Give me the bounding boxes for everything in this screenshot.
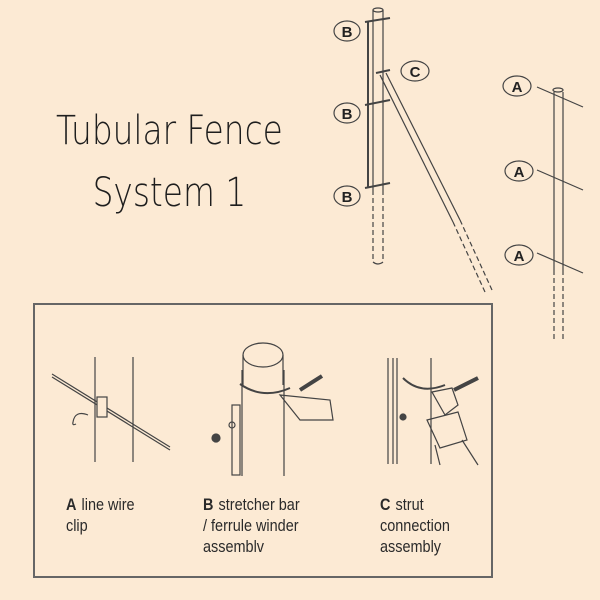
caption-line: assembly (380, 537, 442, 556)
callout-a: A (512, 79, 523, 96)
callout-a: A (514, 248, 525, 265)
page-title: Tubular Fence System 1 (30, 100, 309, 224)
callout-labels: B B B C A A A (333, 20, 534, 266)
line-post (536, 86, 584, 342)
caption-line: connection (380, 516, 450, 535)
end-post (364, 7, 391, 265)
detail-panel (33, 303, 493, 578)
detail-c-drawing (387, 358, 479, 466)
detail-letter: C (380, 495, 391, 514)
strut (375, 69, 493, 293)
detail-b-drawing (211, 342, 334, 476)
detail-a-drawing (51, 357, 171, 462)
caption-line: / ferrule winder (203, 516, 299, 535)
callout-b: B (342, 24, 353, 41)
callout-a: A (514, 164, 525, 181)
caption-line: stretcher bar (218, 495, 300, 514)
caption-line: assemblv (203, 537, 265, 556)
caption-line: clip (66, 516, 88, 535)
caption-line: strut (395, 495, 424, 514)
caption-line: line wire (81, 495, 135, 514)
callout-b: B (342, 106, 353, 123)
callout-b: B (342, 189, 353, 206)
callout-c: C (410, 64, 421, 81)
detail-letter: A (66, 495, 77, 514)
title-line-2: System 1 (92, 170, 247, 216)
title-line-1: Tubular Fence (55, 108, 283, 154)
detail-letter: B (203, 495, 214, 514)
